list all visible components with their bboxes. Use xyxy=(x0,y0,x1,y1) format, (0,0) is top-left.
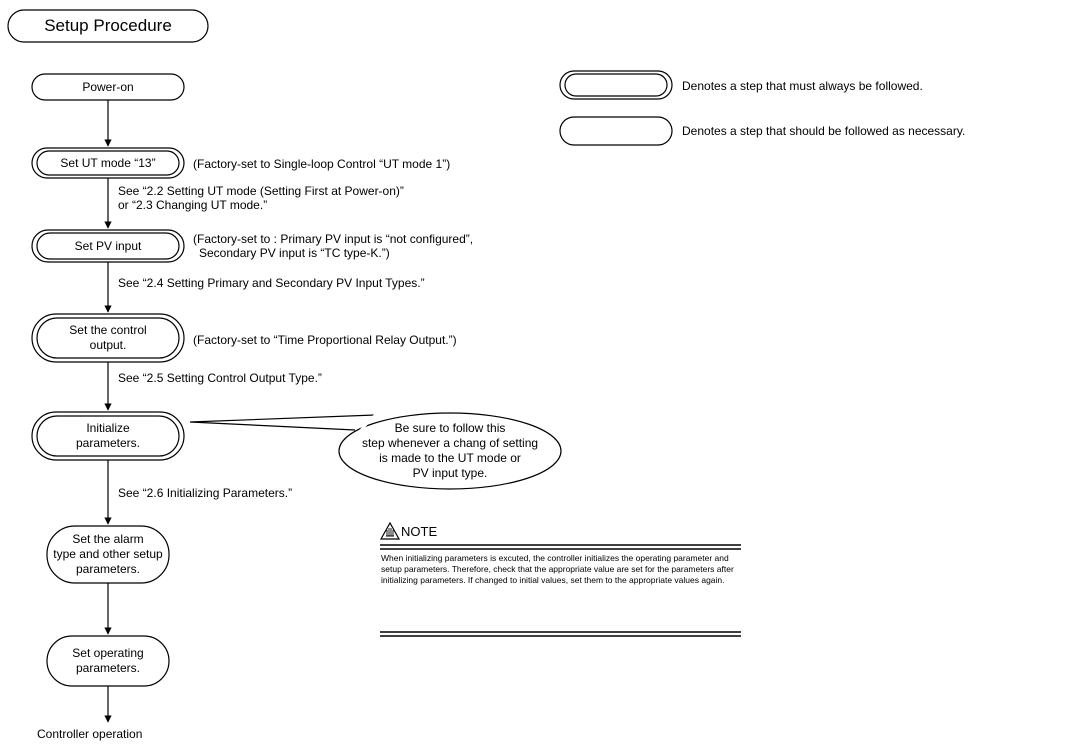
callout-line-4: PV input type. xyxy=(412,466,488,480)
legend-optional-box xyxy=(559,116,673,146)
callout-text: Be sure to follow this step whenever a c… xyxy=(339,414,561,488)
warning-hand-icon xyxy=(379,521,401,540)
step-control-output-box-inner xyxy=(36,317,180,359)
pv-input-factory-note-1: (Factory-set to : Primary PV input is “n… xyxy=(193,232,474,246)
legend-must-box-outer xyxy=(559,70,673,100)
step-ut-mode-box-inner xyxy=(36,150,180,176)
ref-control-output: See “2.5 Setting Control Output Type.” xyxy=(118,371,322,385)
step-pv-input-box-outer xyxy=(31,229,185,263)
pv-input-factory-note-2: Secondary PV input is “TC type-K.”) xyxy=(199,246,390,260)
step-control-output-box-outer xyxy=(31,313,185,363)
step-operating-box xyxy=(46,635,170,687)
legend-must-text: Denotes a step that must always be follo… xyxy=(682,79,923,93)
callout-line-3: is made to the UT mode or xyxy=(379,451,521,465)
legend-optional-text: Denotes a step that should be followed a… xyxy=(682,124,966,138)
step-initialize-box-outer xyxy=(31,411,185,461)
step-ut-mode-box-outer xyxy=(31,147,185,179)
step-initialize-line-2: parameters. xyxy=(75,436,141,450)
ref-pv-input: See “2.4 Setting Primary and Secondary P… xyxy=(118,276,425,290)
step-alarm-box xyxy=(46,525,170,584)
step-initialize-box-inner xyxy=(36,415,180,457)
note-heading: NOTE xyxy=(401,524,438,539)
title-box xyxy=(7,9,209,43)
step-control-output-label: Set the control output. xyxy=(32,314,184,362)
step-alarm-line-3: parameters. xyxy=(75,562,141,576)
step-power-on-box xyxy=(31,73,185,101)
step-alarm-line-1: Set the alarm xyxy=(72,532,144,546)
callout-bubble xyxy=(338,412,562,490)
control-output-factory-note: (Factory-set to “Time Proportional Relay… xyxy=(193,333,457,347)
legend-must-box-inner xyxy=(564,73,668,97)
callout-line-1: Be sure to follow this xyxy=(394,421,506,435)
step-ut-mode-label: Set UT mode “13” xyxy=(60,156,156,170)
ref-initialize: See “2.6 Initializing Parameters.” xyxy=(118,486,293,500)
ref-ut-mode-line-2: or “2.3 Changing UT mode.” xyxy=(118,198,268,212)
step-pv-input-box-inner xyxy=(36,232,180,260)
step-control-output-line-1: Set the control xyxy=(69,323,147,337)
end-label: Controller operation xyxy=(37,727,143,741)
step-operating-line-2: parameters. xyxy=(75,661,141,675)
ref-ut-mode-line-1: See “2.2 Setting UT mode (Setting First … xyxy=(118,184,404,198)
step-pv-input-label: Set PV input xyxy=(74,239,142,253)
step-initialize-label: Initialize parameters. xyxy=(32,412,184,460)
page-title: Setup Procedure xyxy=(44,16,172,35)
step-operating-label: Set operating parameters. xyxy=(47,636,169,686)
ut-mode-factory-note: (Factory-set to Single-loop Control “UT … xyxy=(193,157,451,171)
step-initialize-line-1: Initialize xyxy=(86,421,130,435)
step-alarm-line-2: type and other setup xyxy=(53,547,163,561)
step-control-output-line-2: output. xyxy=(89,338,127,352)
step-power-on-label: Power-on xyxy=(82,80,134,94)
callout-line-2: step whenever a chang of setting xyxy=(361,436,539,450)
callout-pointer xyxy=(189,414,376,431)
step-alarm-label: Set the alarm type and other setup param… xyxy=(40,526,176,583)
note-body: When initializing parameters is excuted,… xyxy=(381,553,734,585)
step-operating-line-1: Set operating xyxy=(72,646,144,660)
